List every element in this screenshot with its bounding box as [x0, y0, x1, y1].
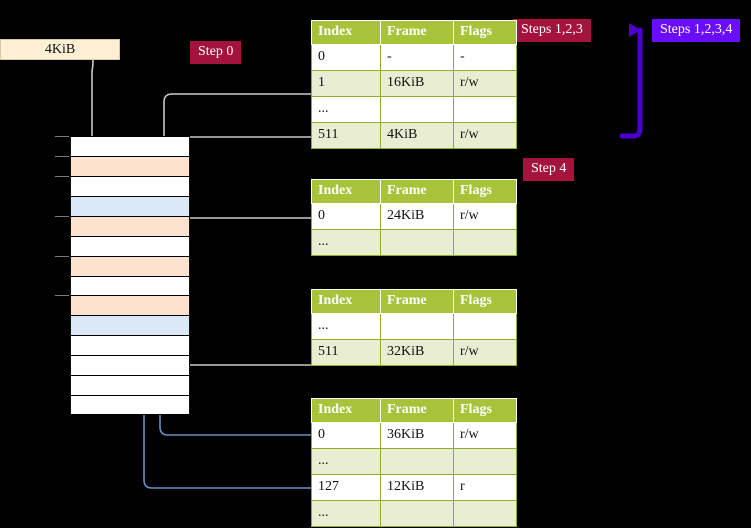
memory-column	[55, 136, 190, 415]
table-row: ...	[311, 448, 517, 475]
cell-frame	[380, 313, 454, 340]
column-header-index: Index	[311, 20, 381, 45]
cell-flags	[453, 313, 517, 340]
memory-frame-row	[70, 375, 190, 395]
cell-index: 0	[311, 203, 381, 230]
cell-frame	[380, 448, 454, 475]
source-page-label: 4KiB	[44, 42, 76, 57]
cell-index: 511	[311, 122, 381, 149]
cell-flags	[453, 96, 517, 123]
cell-flags: -	[453, 44, 517, 71]
memory-frame-row	[70, 295, 190, 315]
cell-flags: r/w	[453, 339, 517, 366]
column-header-frame: Frame	[380, 179, 454, 204]
memory-frame-tick	[55, 256, 69, 257]
memory-frame-row	[70, 355, 190, 375]
violet-return-arrow	[619, 23, 643, 139]
table-row: 0--	[311, 44, 517, 71]
cell-index: ...	[311, 500, 381, 527]
cell-frame: 12KiB	[380, 474, 454, 501]
column-header-flags: Flags	[453, 179, 517, 204]
table-row: ...	[311, 229, 517, 256]
column-header-flags: Flags	[453, 398, 517, 423]
memory-frame-row	[70, 276, 190, 296]
memory-frame-row	[70, 315, 190, 335]
memory-frame-row	[70, 156, 190, 176]
column-header-index: Index	[311, 289, 381, 314]
cell-frame: 32KiB	[380, 339, 454, 366]
cell-index: 127	[311, 474, 381, 501]
column-header-index: Index	[311, 398, 381, 423]
memory-frame-row	[70, 136, 190, 156]
cell-index: ...	[311, 313, 381, 340]
cell-frame	[380, 229, 454, 256]
cell-flags	[453, 500, 517, 527]
cell-frame	[380, 96, 454, 123]
cell-frame: 16KiB	[380, 70, 454, 97]
cell-flags: r/w	[453, 122, 517, 149]
table-row: ...	[311, 500, 517, 527]
cell-index: 0	[311, 422, 381, 449]
memory-frame-tick	[55, 136, 69, 137]
memory-frame-row	[70, 236, 190, 256]
cell-index: ...	[311, 96, 381, 123]
cell-flags	[453, 229, 517, 256]
cell-index: ...	[311, 229, 381, 256]
cell-frame: 24KiB	[380, 203, 454, 230]
badge-step-0: Step 0	[190, 41, 242, 64]
cell-flags: r/w	[453, 422, 517, 449]
column-header-frame: Frame	[380, 20, 454, 45]
table-row: ...	[311, 96, 517, 123]
cell-flags: r	[453, 474, 517, 501]
cell-flags: r/w	[453, 203, 517, 230]
cell-frame	[380, 500, 454, 527]
memory-frame-tick	[55, 295, 69, 296]
column-header-frame: Frame	[380, 398, 454, 423]
memory-frame-tick	[55, 216, 69, 217]
memory-frame-row	[70, 395, 190, 415]
cell-index: ...	[311, 448, 381, 475]
badge-steps-123: Steps 1,2,3	[513, 19, 591, 42]
badge-step-4: Step 4	[523, 158, 575, 181]
memory-frame-row	[70, 335, 190, 355]
badge-steps-1234: Steps 1,2,3,4	[652, 19, 741, 42]
cell-frame: 4KiB	[380, 122, 454, 149]
source-page-box: 4KiB	[0, 39, 120, 60]
memory-frame-tick	[55, 176, 69, 177]
column-header-index: Index	[311, 179, 381, 204]
memory-frame-row	[70, 216, 190, 236]
cell-frame: -	[380, 44, 454, 71]
cell-flags	[453, 448, 517, 475]
cell-index: 511	[311, 339, 381, 366]
connector-t2-row0-out	[172, 217, 311, 263]
column-header-flags: Flags	[453, 20, 517, 45]
memory-frame-row	[70, 176, 190, 196]
table-row: ...	[311, 313, 517, 340]
column-header-flags: Flags	[453, 289, 517, 314]
cell-frame: 36KiB	[380, 422, 454, 449]
memory-frame-tick	[55, 156, 69, 157]
memory-frame-row	[70, 256, 190, 276]
cell-index: 1	[311, 70, 381, 97]
cell-index: 0	[311, 44, 381, 71]
memory-frame-row	[70, 196, 190, 216]
cell-flags: r/w	[453, 70, 517, 97]
column-header-frame: Frame	[380, 289, 454, 314]
